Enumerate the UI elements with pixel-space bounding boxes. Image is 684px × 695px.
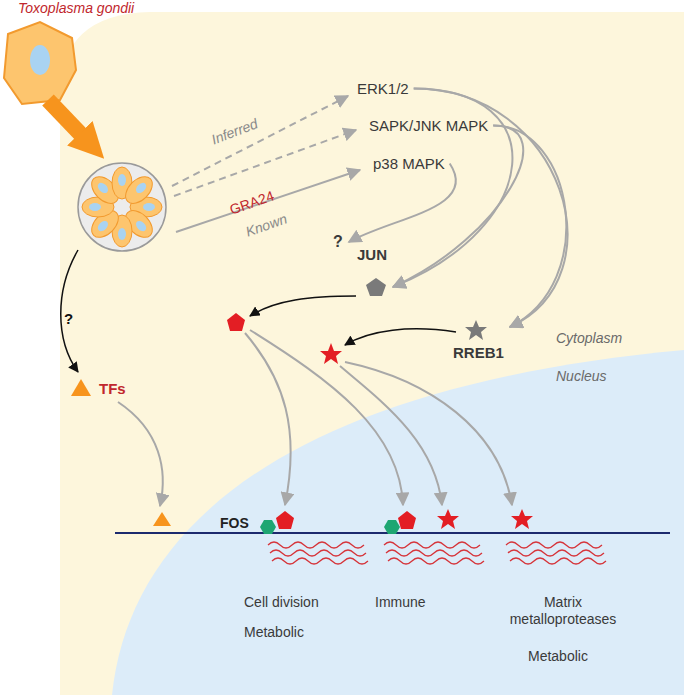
nucleus-region bbox=[112, 350, 684, 695]
parasitophorous-vacuole bbox=[78, 163, 166, 251]
tf-triangle bbox=[153, 512, 171, 526]
transcript-wave bbox=[272, 558, 368, 564]
kinase-name: p38 MAPK bbox=[370, 153, 448, 174]
active-jun bbox=[227, 313, 245, 331]
active-rreb1 bbox=[511, 509, 533, 529]
active-jun bbox=[398, 511, 416, 529]
gene-category: Cell division bbox=[244, 594, 319, 610]
activation-arrow bbox=[250, 296, 356, 316]
fos-hexagon bbox=[384, 520, 400, 534]
transcript-wave bbox=[386, 550, 482, 556]
activation-arrow bbox=[345, 329, 456, 345]
parasite-nucleus bbox=[118, 174, 126, 186]
compartment-name: Nucleus bbox=[556, 368, 607, 384]
translocation-arrow bbox=[340, 366, 442, 505]
unknown-arrow bbox=[61, 250, 78, 372]
unknown-mark: ? bbox=[64, 310, 73, 327]
kinase-name: SAPK/JNK MAPK bbox=[366, 115, 491, 136]
inferred-arrow bbox=[172, 96, 348, 186]
unknown-factor: ? bbox=[330, 231, 346, 253]
parasite-nucleus bbox=[96, 219, 110, 233]
translocation-arrow bbox=[250, 330, 403, 505]
cytoplasm-region bbox=[60, 12, 684, 695]
node-text: TFs bbox=[99, 380, 126, 397]
inferred-arrow bbox=[174, 130, 356, 196]
parasite-nucleus bbox=[134, 219, 148, 233]
invasion-arrow bbox=[48, 100, 92, 146]
gene-category: Metabolic bbox=[528, 648, 588, 664]
active-rreb1 bbox=[320, 343, 342, 364]
active-jun bbox=[276, 511, 294, 529]
parasite-nucleus bbox=[134, 181, 148, 195]
parasite-nucleus bbox=[89, 203, 101, 211]
node-text: ? bbox=[333, 233, 343, 250]
triangle-symbol bbox=[71, 378, 93, 398]
transcript-wave bbox=[268, 542, 364, 548]
transcription-factor: TFs bbox=[68, 376, 129, 400]
transcript-wave bbox=[388, 558, 484, 564]
gene-category: Metabolic bbox=[244, 624, 304, 640]
transcript-wave bbox=[508, 550, 604, 556]
translocation-arrow bbox=[345, 362, 512, 505]
transcript-waves bbox=[268, 542, 606, 564]
node-text: p38 MAPK bbox=[373, 155, 445, 172]
transcript-wave bbox=[270, 550, 366, 556]
parasite-cell bbox=[4, 22, 76, 104]
fos-hexagon bbox=[260, 520, 276, 534]
transcript-wave bbox=[510, 558, 606, 564]
node-text: ERK1/2 bbox=[357, 80, 409, 97]
parasite-nucleus bbox=[143, 203, 155, 211]
parasite-nucleus bbox=[30, 45, 50, 75]
signal-arrow bbox=[393, 126, 523, 287]
tf-arrow bbox=[118, 402, 163, 506]
gene-category: Immune bbox=[375, 594, 426, 610]
transcript-wave bbox=[506, 542, 602, 548]
transcript-wave bbox=[384, 542, 480, 548]
organism-name: Toxoplasma gondii bbox=[18, 0, 134, 16]
transcription-factor: RREB1 bbox=[450, 318, 507, 363]
kinase-name: ERK1/2 bbox=[354, 78, 412, 99]
signal-arrow bbox=[349, 164, 456, 243]
parasite-nucleus bbox=[118, 228, 126, 240]
star-symbol bbox=[465, 320, 487, 340]
pentagon-symbol bbox=[365, 277, 387, 297]
node-text: JUN bbox=[357, 246, 387, 263]
parasite-nucleus bbox=[96, 181, 110, 195]
factor-name: FOS bbox=[220, 515, 249, 531]
transcription-factor: JUN bbox=[354, 244, 390, 299]
signal-arrow bbox=[493, 126, 566, 328]
node-text: RREB1 bbox=[453, 344, 504, 361]
translocation-arrow bbox=[245, 333, 291, 505]
compartment-name: Cytoplasm bbox=[556, 330, 622, 346]
active-rreb1 bbox=[437, 509, 459, 529]
node-text: SAPK/JNK MAPK bbox=[369, 117, 488, 134]
parasite-cell bbox=[121, 172, 158, 209]
gene-category: Matrix metalloproteases bbox=[500, 594, 626, 628]
